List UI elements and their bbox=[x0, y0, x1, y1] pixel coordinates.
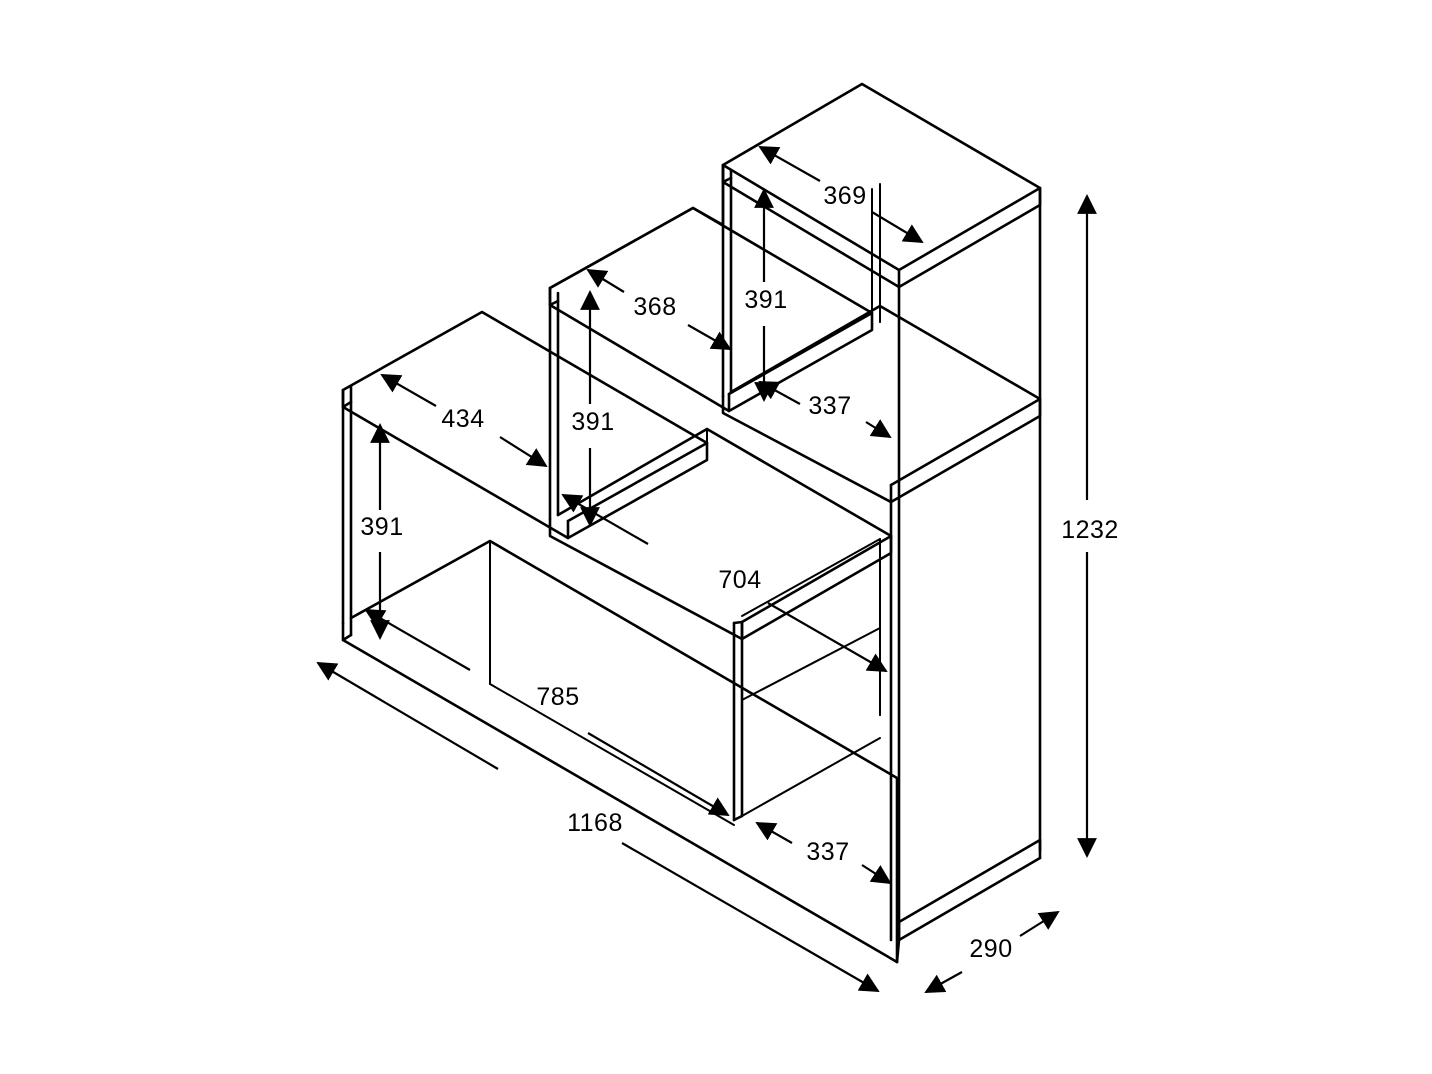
dim-label-704: 704 bbox=[718, 566, 761, 594]
shelf-board-middle bbox=[548, 427, 893, 641]
dimension-labels: 369 391 337 368 391 434 391 704 785 1168… bbox=[360, 182, 1118, 963]
dim-290 bbox=[924, 910, 1060, 993]
dim-369 bbox=[758, 146, 924, 244]
dim-label-391-left: 391 bbox=[360, 513, 403, 541]
dim-label-785: 785 bbox=[536, 683, 579, 711]
top-board-upper-face bbox=[723, 84, 1040, 270]
lower-divider-left bbox=[489, 520, 569, 685]
dim-label-369: 369 bbox=[823, 182, 866, 210]
lower-right-inner-shelf bbox=[741, 538, 881, 817]
dim-label-434: 434 bbox=[441, 405, 484, 433]
lower-divider-right bbox=[732, 620, 744, 822]
dim-704 bbox=[561, 494, 888, 672]
dim-785 bbox=[364, 609, 730, 817]
dim-label-290: 290 bbox=[969, 935, 1012, 963]
dim-label-391-middle: 391 bbox=[571, 408, 614, 436]
dim-label-1168: 1168 bbox=[567, 809, 623, 837]
dim-label-337-top: 337 bbox=[808, 392, 851, 420]
dim-337-lower bbox=[755, 822, 892, 885]
dim-label-391-top: 391 bbox=[744, 286, 787, 314]
dim-label-337-lower: 337 bbox=[806, 838, 849, 866]
left-step-box bbox=[341, 310, 709, 625]
dim-434 bbox=[380, 374, 548, 468]
lower-compartment-inner-edges bbox=[350, 540, 735, 826]
dimension-annotations bbox=[316, 146, 1097, 993]
dim-1168 bbox=[316, 661, 880, 992]
dim-label-368: 368 bbox=[633, 293, 676, 321]
right-column-outline bbox=[721, 82, 1042, 942]
dim-label-1232: 1232 bbox=[1061, 516, 1119, 544]
dim-368 bbox=[586, 268, 732, 350]
right-side-panel-face bbox=[900, 188, 1040, 940]
furniture-body bbox=[341, 82, 1042, 964]
dim-337-top bbox=[758, 381, 892, 439]
